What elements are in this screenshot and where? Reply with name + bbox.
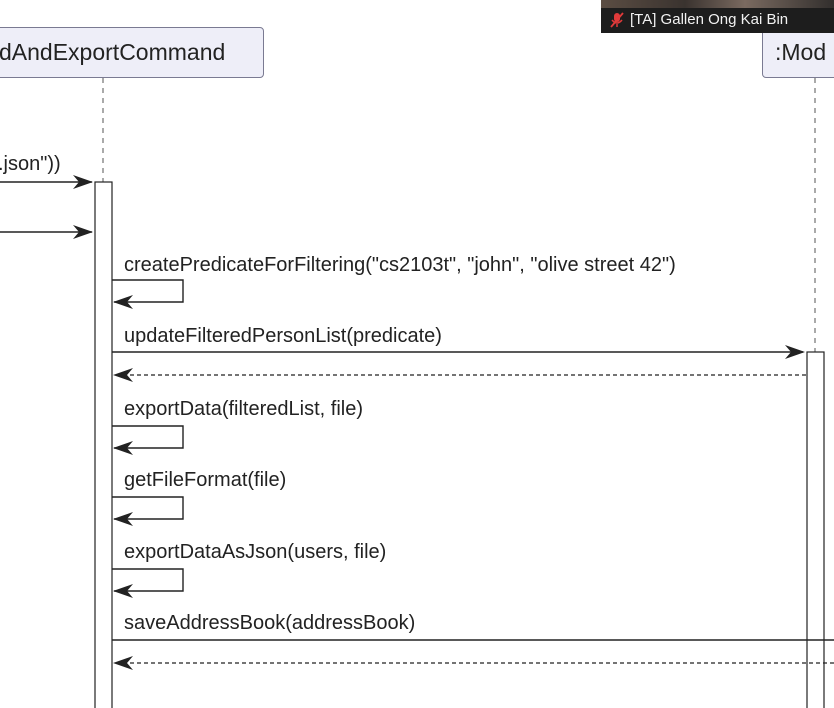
self-call-arrow-get-file-format xyxy=(112,496,184,526)
message-update-filtered: updateFilteredPersonList(predicate) xyxy=(124,325,442,347)
self-call-arrow-export-json xyxy=(112,568,184,598)
message-export-json: exportDataAsJson(users, file) xyxy=(124,541,387,563)
activation-bar-right xyxy=(806,351,825,708)
message-incoming-1: .json")) xyxy=(0,153,61,175)
video-call-tile[interactable]: [TA] Gallen Ong Kai Bin xyxy=(601,0,834,33)
message-get-file-format: getFileFormat(file) xyxy=(124,469,287,491)
message-export-data: exportData(filteredList, file) xyxy=(124,398,363,420)
video-participant-name: [TA] Gallen Ong Kai Bin xyxy=(630,11,789,28)
message-save-address-book: saveAddressBook(addressBook) xyxy=(124,612,416,634)
self-call-arrow-export-data xyxy=(112,425,184,455)
participant-export-command: dAndExportCommand xyxy=(0,27,264,78)
mic-muted-icon[interactable] xyxy=(610,12,624,28)
participant-export-command-label: dAndExportCommand xyxy=(0,39,226,65)
incoming-arrow-2 xyxy=(0,225,93,239)
activation-bar-left xyxy=(94,181,113,708)
participant-model-label: :Mod xyxy=(775,39,827,65)
return-arrow-save-address-book xyxy=(113,656,834,670)
call-arrow-update-filtered xyxy=(112,345,805,359)
self-call-arrow-create-predicate xyxy=(112,279,184,309)
message-create-predicate: createPredicateForFiltering("cs2103t", "… xyxy=(124,254,676,276)
participant-video-feed xyxy=(601,0,834,8)
incoming-arrow-1 xyxy=(0,175,93,189)
participant-model: :Mod xyxy=(762,27,834,78)
return-arrow-update-filtered xyxy=(113,368,806,382)
